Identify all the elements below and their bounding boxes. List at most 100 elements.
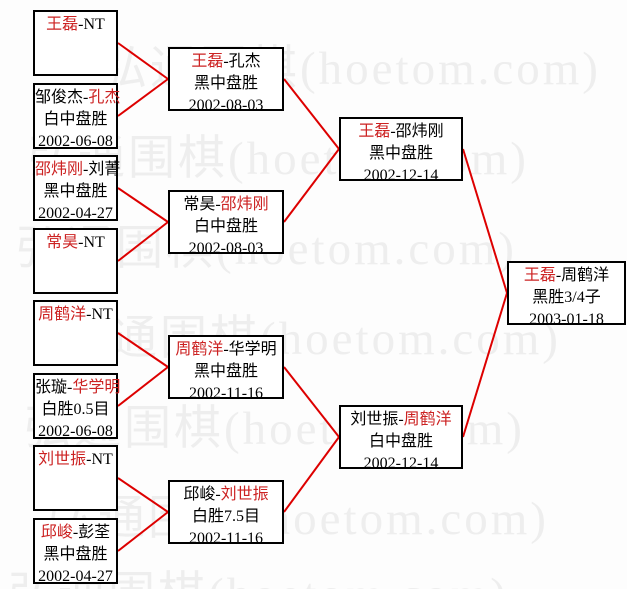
- vs-dash: -: [86, 306, 92, 323]
- match-box-round-1-1: 王磊-NT: [33, 10, 118, 76]
- match-players: 王磊-邵炜刚: [341, 121, 461, 143]
- vs-dash: -: [72, 524, 79, 541]
- match-date: [35, 58, 116, 80]
- player2-name: 孔杰: [228, 53, 261, 70]
- vs-dash: -: [215, 196, 221, 213]
- match-players: 王磊-孔杰: [170, 51, 282, 73]
- connector-line: [283, 78, 340, 150]
- match-box-round-1-2: 邹俊杰-孔杰白中盘胜 2002-06-08: [33, 83, 120, 150]
- player2-name: 华学明: [72, 379, 121, 396]
- match-box-semifinal-1: 王磊-邵炜刚黑中盘胜 2002-12-14: [339, 117, 463, 184]
- match-date: [35, 276, 116, 298]
- player1-name: 王磊: [358, 123, 391, 140]
- vs-dash: -: [83, 89, 89, 106]
- match-players: 王磊-周鹤洋: [509, 265, 624, 287]
- match-date: 2002-11-16: [188, 530, 264, 547]
- connector-line: [117, 511, 169, 552]
- match-date: 2002-06-08: [38, 133, 113, 150]
- match-players: 邱峻-刘世振: [170, 484, 282, 506]
- match-result: 白中盘胜: [368, 433, 433, 450]
- match-players: 刘世振-NT: [35, 449, 116, 471]
- match-result: 白胜0.5目: [41, 401, 110, 418]
- connector-line: [117, 366, 169, 407]
- vs-dash: -: [223, 341, 229, 358]
- match-date: 2002-11-16: [188, 385, 264, 402]
- player2-name: 周鹤洋: [403, 411, 452, 428]
- player1-name: 周鹤洋: [175, 341, 224, 358]
- player2-name: 华学明: [228, 341, 277, 358]
- match-players: 周鹤洋-NT: [35, 304, 116, 326]
- connector-line: [283, 436, 340, 513]
- player1-name: 邱峻: [40, 524, 73, 541]
- player2-name: 邵炜刚: [220, 196, 269, 213]
- match-date: 2002-12-14: [363, 455, 439, 472]
- player1-name: 邹俊杰: [35, 89, 84, 106]
- connector-line: [117, 332, 169, 368]
- match-box-round-2-1: 王磊-孔杰黑中盘胜 2002-08-03: [168, 47, 284, 114]
- match-result: 白胜7.5目: [191, 508, 260, 525]
- player1-name: 刘世振: [38, 451, 87, 468]
- player2-name: 周鹤洋: [561, 267, 610, 284]
- match-result: 白中盘胜: [43, 111, 108, 128]
- vs-dash: -: [78, 16, 84, 33]
- player1-name: 王磊: [46, 16, 79, 33]
- match-box-semifinal-2: 刘世振-周鹤洋白中盘胜 2002-12-14: [339, 405, 463, 472]
- match-date: 2002-12-14: [363, 167, 439, 184]
- match-players: 邹俊杰-孔杰: [35, 87, 120, 109]
- match-box-round-1-6: 张璇-华学明白胜0.5目 2002-06-08: [33, 373, 120, 440]
- match-date: 2002-08-03: [188, 97, 264, 114]
- match-box-round-1-8: 邱峻-彭荃黑中盘胜 2002-04-27: [33, 518, 118, 585]
- match-players: 张璇-华学明: [35, 377, 120, 399]
- match-result: 黑中盘胜: [43, 183, 108, 200]
- vs-dash: -: [398, 411, 404, 428]
- match-box-round-2-4: 邱峻-刘世振白胜7.5目 2002-11-16: [168, 480, 284, 547]
- match-result: [35, 471, 116, 493]
- match-date: 2003-01-18: [529, 311, 604, 328]
- player1-name: 刘世振: [350, 411, 399, 428]
- match-result: 黑中盘胜: [193, 75, 258, 92]
- connector-line: [283, 148, 340, 223]
- match-result: 黑中盘胜: [43, 546, 108, 563]
- match-date: 2002-04-27: [38, 205, 113, 222]
- match-date: 2002-06-08: [38, 423, 113, 440]
- match-result: 黑中盘胜: [193, 363, 258, 380]
- match-box-round-1-3: 邵炜刚-刘菁黑中盘胜 2002-04-27: [33, 155, 120, 222]
- player1-name: 常昊: [183, 196, 216, 213]
- player2-name: 邵炜刚: [395, 123, 444, 140]
- player2-name: NT: [83, 16, 105, 33]
- match-result: 黑胜3/4子: [532, 289, 601, 306]
- player1-name: 王磊: [191, 53, 224, 70]
- connector-line: [117, 78, 169, 117]
- vs-dash: -: [86, 451, 92, 468]
- player1-name: 常昊: [46, 234, 79, 251]
- player2-name: 刘世振: [220, 486, 269, 503]
- connector-line: [462, 292, 508, 438]
- match-box-round-2-3: 周鹤洋-华学明黑中盘胜 2002-11-16: [168, 335, 284, 402]
- connector-line: [117, 221, 169, 262]
- match-box-round-1-5: 周鹤洋-NT: [33, 300, 118, 366]
- match-date: [35, 348, 116, 370]
- match-result: [35, 254, 116, 276]
- match-result: [35, 326, 116, 348]
- connector-line: [283, 366, 340, 438]
- match-box-round-1-7: 刘世振-NT: [33, 445, 118, 511]
- vs-dash: -: [555, 267, 562, 284]
- connector-line: [117, 42, 169, 80]
- match-players: 周鹤洋-华学明: [170, 339, 282, 361]
- match-result: 黑中盘胜: [368, 145, 433, 162]
- match-players: 常昊-邵炜刚: [170, 194, 282, 216]
- connector-line: [462, 148, 508, 294]
- match-result: [35, 36, 116, 58]
- player1-name: 张璇: [35, 379, 68, 396]
- player2-name: 彭荃: [78, 524, 111, 541]
- connector-line: [117, 187, 169, 223]
- player2-name: 刘菁: [88, 161, 121, 178]
- vs-dash: -: [390, 123, 396, 140]
- player2-name: NT: [83, 234, 105, 251]
- match-players: 邱峻-彭荃: [35, 522, 116, 544]
- player1-name: 周鹤洋: [38, 306, 87, 323]
- match-players: 邵炜刚-刘菁: [35, 159, 120, 181]
- player1-name: 王磊: [523, 267, 556, 284]
- match-date: 2002-04-27: [38, 568, 113, 585]
